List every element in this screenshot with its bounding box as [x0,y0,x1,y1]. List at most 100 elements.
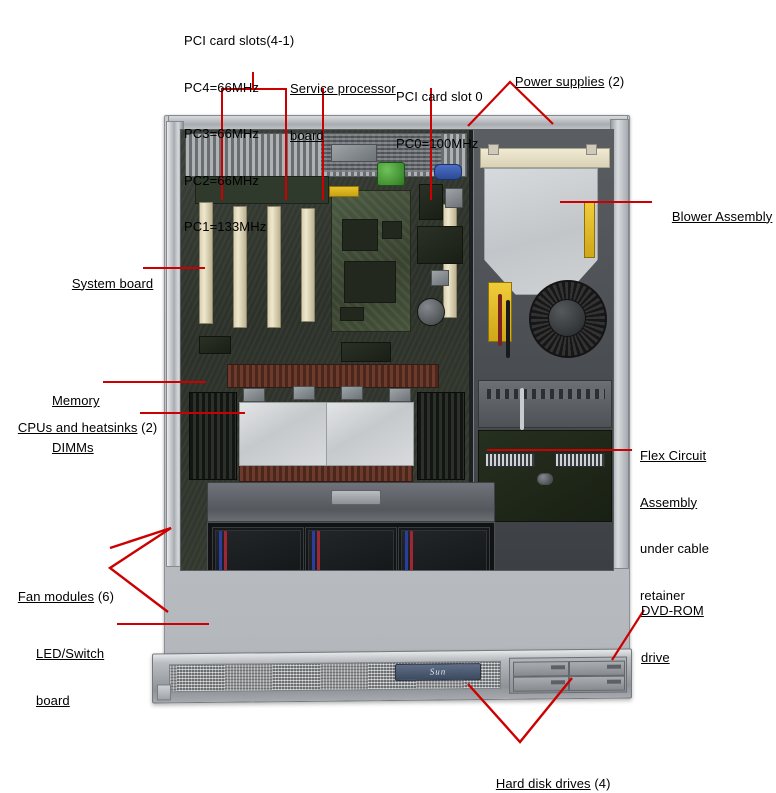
leader-memory-dimms [103,381,206,383]
sun-logo-badge: Sun [395,663,481,681]
callout-service-processor-board[interactable]: Service processor board [290,50,396,174]
leader-blower-assembly [560,201,652,203]
fan-modules-label: Fan modules [17,588,95,604]
sp-yellow-tag [329,186,359,197]
fan-wire-red [317,531,320,570]
cable-retainer [478,380,612,428]
led-switch-board-line2: board [36,692,70,708]
power-supply-clip-2 [586,144,597,155]
flex-circuit-assembly-line4: retainer [640,587,685,603]
sp-chip-b [382,221,402,239]
led-switch-board-line1: LED/Switch [36,646,105,661]
cpus-and-heatsinks-label: CPUs and heatsinks [17,419,138,435]
sp-module-label [331,144,377,162]
server-chassis-photo: Sun [140,103,636,704]
fan-module-housing [401,530,487,570]
hard-disk-drives-count: (4) [594,775,611,791]
callout-pci-card-slot-0: PCI card slot 0 PC0=100MHz [396,58,483,182]
fan-module-3[interactable] [398,527,490,570]
callout-cpus-and-heatsinks[interactable]: CPUs and heatsinks (2) [3,404,157,451]
board-chip-6 [199,336,231,354]
vrm-1 [243,388,265,402]
vga-connector [434,164,462,180]
callout-pci-card-slots: PCI card slots(4-1) PC4=66MHz PC3=66MHz … [184,2,294,266]
pci-slot-3 [233,206,247,328]
pci-slot-4-speed: PC4=66MHz [184,79,259,95]
fan-modules-count: (6) [97,588,115,604]
chipset-heatsink [227,364,439,388]
psu-cable-red [498,294,502,346]
pci-slot-2 [267,206,281,328]
callout-blower-assembly[interactable]: Blower Assembly [657,193,772,240]
pci-slots-title: PCI card slots(4-1) [184,33,295,48]
callout-hard-disk-drives[interactable]: Hard disk drives (4) [481,760,611,793]
board-chip-5 [341,342,391,362]
retainer-cable-white [520,388,524,430]
memory-dimm-bank-left [189,392,237,480]
hard-disk-drive-bay [509,656,627,694]
fan-module-1[interactable] [212,527,304,570]
pci-card-slot-0-title: PCI card slot 0 [396,89,483,104]
leader-pci-card-slot-0 [430,88,432,200]
callout-memory-dimms[interactable]: Memory DIMMs [52,362,100,486]
callout-flex-circuit-assembly[interactable]: Flex Circuit Assembly under cable retain… [640,417,709,634]
power-supplies-label: Power supplies [514,73,605,89]
psu-cable-black [506,300,510,358]
hard-disk-drive-3[interactable] [513,676,569,692]
fan-wire-blue [312,531,315,570]
service-processor-board [331,190,411,332]
leader-pci-slots-bracket [221,88,287,90]
hard-disk-drive-1[interactable] [513,661,569,677]
bezel-latch-left[interactable] [157,684,171,701]
blower-assembly-label: Blower Assembly [671,208,773,224]
blower-assembly-panel [484,168,598,295]
pci-slot-1-speed: PC1=133MHz [184,219,267,234]
board-chip-2 [445,188,463,208]
pci-slot-3-speed: PC3=66MHz [184,126,259,141]
pci-riser-left [195,176,329,204]
power-supplies-count: (2) [608,73,625,89]
fan-wire-red [410,531,413,570]
memory-dimms-line1: Memory [52,393,100,408]
callout-fan-modules[interactable]: Fan modules (6) [3,573,114,620]
fan-module-bay [207,522,495,570]
flex-connector-right [555,453,605,467]
green-button [377,162,405,186]
battery-cell [417,298,445,326]
callout-dvd-rom-drive[interactable]: DVD-ROM drive [641,572,704,696]
pci-slot-4 [199,202,213,324]
flex-ribbon-right [584,202,595,258]
leader-pci-slots-stem [252,72,254,90]
callout-power-supplies[interactable]: Power supplies (2) [500,58,624,105]
board-chip-3 [417,226,463,264]
vrm-4 [389,388,411,402]
service-processor-board-line1: Service processor [290,81,396,96]
callout-led-switch-board[interactable]: LED/Switch board [36,615,104,739]
memory-dimms-line2: DIMMs [52,439,94,455]
sp-chip-c [344,261,396,303]
dvd-rom-drive-line1: DVD-ROM [641,603,704,618]
blower-fan-hub [548,299,586,337]
leader-service-processor-board [322,88,324,200]
vrm-2 [293,386,315,400]
fan-module-housing [215,530,301,570]
fan-module-2[interactable] [305,527,397,570]
cpu-heatsink-2 [326,402,414,466]
cpu-heatsink-1 [239,402,327,466]
flex-circuit-assembly-line2: Assembly [640,494,698,510]
hard-disk-drive-2[interactable] [569,660,625,677]
fan-module-housing [308,530,394,570]
callout-system-board[interactable]: System board [57,260,153,307]
pci-slot-2-speed: PC2=66MHz [184,172,259,188]
front-bezel: Sun [152,648,632,704]
flex-circuit-assembly-line3: under cable [640,541,710,556]
system-board-label: System board [71,275,154,291]
fan-wire-blue [219,531,222,570]
hard-disk-drive-4[interactable] [569,675,625,692]
leader-system-board [143,267,205,269]
leader-pci-slot-1-drop [285,88,287,200]
leader-flex-circuit-assembly [487,449,632,451]
leader-led-switch-board [117,623,209,625]
cpus-and-heatsinks-count: (2) [141,419,158,435]
